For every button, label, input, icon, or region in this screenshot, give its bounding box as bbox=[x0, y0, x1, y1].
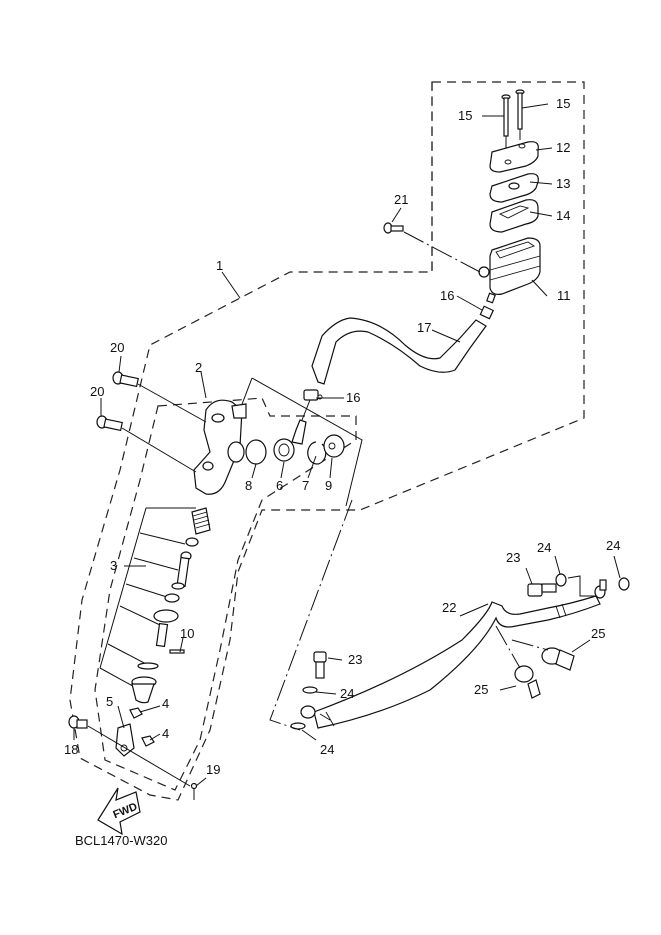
gasket-24-a bbox=[555, 573, 567, 587]
bolt-20-upper bbox=[112, 371, 139, 388]
bolt-21 bbox=[383, 222, 404, 234]
callout-15-left: 15 bbox=[458, 108, 472, 123]
callout-15-right: 15 bbox=[556, 96, 570, 111]
assembly-2-bracket bbox=[251, 377, 363, 507]
assembly-2-outline bbox=[94, 397, 357, 791]
o-ring-8 bbox=[245, 439, 267, 465]
union-bolt-23-lower bbox=[313, 651, 327, 679]
callout-24-a: 24 bbox=[537, 540, 551, 555]
reservoir-tank-11 bbox=[478, 237, 541, 304]
callout-11: 11 bbox=[557, 288, 571, 303]
callout-16-lower: 16 bbox=[346, 390, 360, 405]
callout-3: 3 bbox=[110, 558, 117, 573]
diaphragm-14 bbox=[489, 199, 539, 233]
union-bracket-upper bbox=[567, 575, 596, 597]
spring bbox=[191, 507, 211, 535]
callout-17: 17 bbox=[417, 320, 431, 335]
callout-7: 7 bbox=[302, 478, 309, 493]
bolt-20-lower bbox=[96, 415, 123, 432]
cup-primary bbox=[185, 537, 199, 547]
callout-14: 14 bbox=[556, 208, 570, 223]
callout-22: 22 bbox=[442, 600, 456, 615]
piston bbox=[171, 551, 192, 590]
push-rod bbox=[153, 609, 179, 648]
grommet-9 bbox=[323, 434, 345, 458]
callout-4-lower: 4 bbox=[162, 726, 169, 741]
callout-8: 8 bbox=[245, 478, 252, 493]
holder-axis-1 bbox=[495, 625, 521, 669]
kit-3-bracket bbox=[99, 507, 196, 691]
clip-16-upper bbox=[479, 305, 495, 320]
callout-4-upper: 4 bbox=[162, 696, 169, 711]
callout-25-left: 25 bbox=[474, 682, 488, 697]
nut-4-lower bbox=[141, 735, 155, 747]
callout-20-upper: 20 bbox=[110, 340, 124, 355]
bolt-20-upper-axis bbox=[137, 383, 207, 423]
callout-1: 1 bbox=[216, 258, 223, 273]
callout-19: 19 bbox=[206, 762, 220, 777]
callout-2: 2 bbox=[195, 360, 202, 375]
callout-13: 13 bbox=[556, 176, 570, 191]
callout-24-c: 24 bbox=[340, 686, 354, 701]
callout-23-lower: 23 bbox=[348, 652, 362, 667]
circlip-kit bbox=[137, 662, 159, 670]
callout-25-right: 25 bbox=[591, 626, 605, 641]
callout-23-upper: 23 bbox=[506, 550, 520, 565]
callout-16-upper: 16 bbox=[440, 288, 454, 303]
bolt-21-axis bbox=[403, 231, 481, 273]
bolt-20-lower-axis bbox=[121, 427, 197, 473]
cap-12 bbox=[489, 141, 539, 173]
master-cylinder-body bbox=[193, 399, 247, 495]
circlip-7 bbox=[307, 441, 327, 465]
assembly-1-outline bbox=[69, 81, 585, 801]
brake-hose-22 bbox=[313, 595, 601, 729]
pin-18 bbox=[68, 715, 88, 729]
callout-21: 21 bbox=[394, 192, 408, 207]
leader-lines bbox=[73, 103, 621, 787]
callout-10: 10 bbox=[180, 626, 194, 641]
hose-22-axis bbox=[269, 499, 353, 731]
pin-10 bbox=[169, 649, 185, 654]
fwd-arrow: FWD bbox=[97, 787, 141, 836]
pin-18-axis bbox=[87, 725, 191, 787]
callout-12: 12 bbox=[556, 140, 570, 155]
holder-25-left bbox=[514, 665, 541, 699]
banjo-upper bbox=[594, 579, 607, 599]
cup-secondary bbox=[164, 593, 180, 603]
drawing-code: BCL1470-W320 bbox=[75, 833, 168, 848]
gasket-24-b bbox=[618, 577, 630, 591]
callout-24-d: 24 bbox=[320, 742, 334, 757]
boot bbox=[131, 676, 157, 704]
callout-20-lower: 20 bbox=[90, 384, 104, 399]
callout-9: 9 bbox=[325, 478, 332, 493]
callout-24-b: 24 bbox=[606, 538, 620, 553]
gasket-24-c bbox=[302, 686, 318, 694]
holder-25-right bbox=[541, 647, 575, 671]
cotter-pin-19 bbox=[190, 782, 198, 800]
hose-joint-6 bbox=[273, 419, 307, 462]
hose-17 bbox=[311, 317, 487, 385]
callout-6: 6 bbox=[276, 478, 283, 493]
callout-5: 5 bbox=[106, 694, 113, 709]
screw-15-right bbox=[515, 89, 525, 140]
union-bolt-23-upper bbox=[527, 583, 557, 597]
banjo-lower bbox=[300, 705, 316, 719]
holder-axis-2 bbox=[511, 639, 549, 651]
nut-4-upper bbox=[129, 707, 143, 719]
plate-13 bbox=[489, 173, 539, 203]
callout-18: 18 bbox=[64, 742, 78, 757]
hose-joint-axis bbox=[301, 399, 311, 421]
